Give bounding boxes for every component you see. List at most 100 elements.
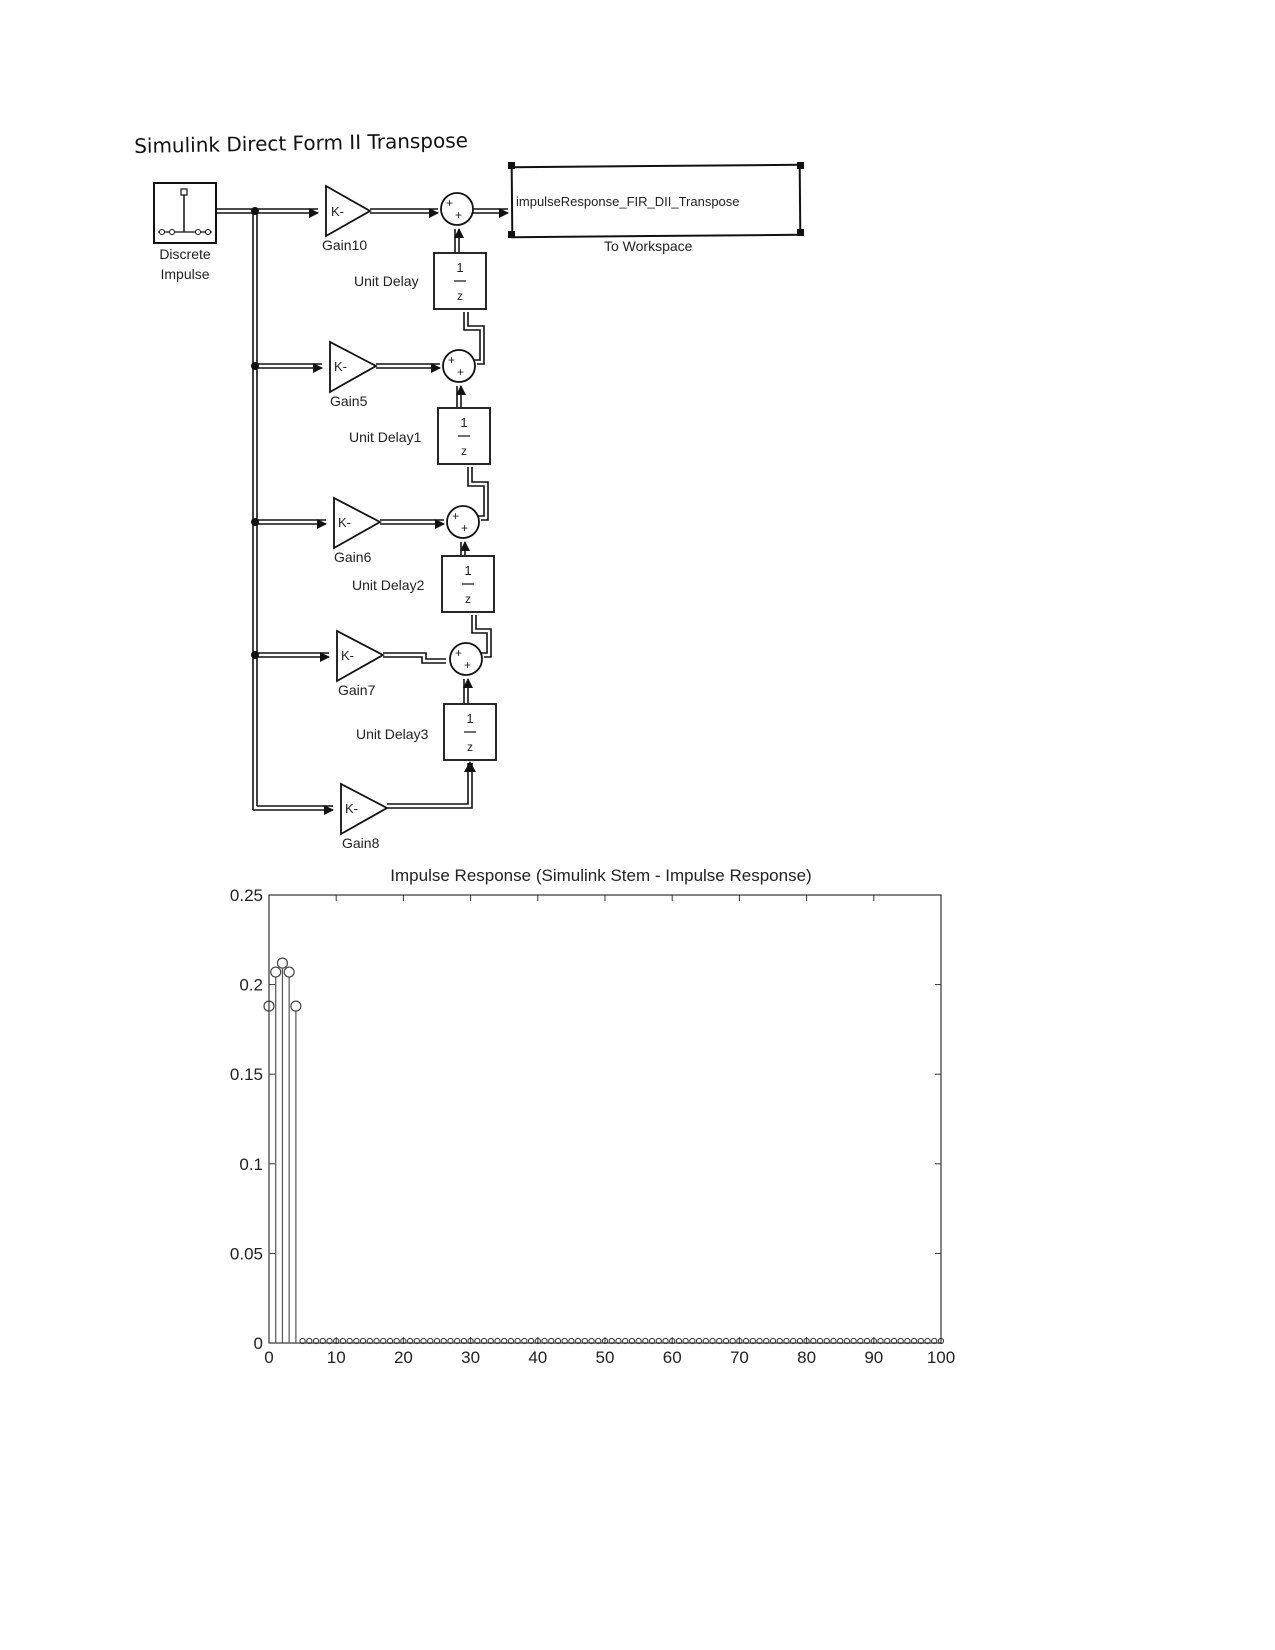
zero-stem-marker (346, 1337, 353, 1345)
zero-stem-marker (622, 1337, 629, 1345)
zero-stem-marker (897, 1337, 904, 1345)
zero-stem-marker (722, 1337, 730, 1345)
chart-title: Impulse Response (Simulink Stem - Impuls… (390, 866, 811, 885)
svg-text:K-: K- (334, 359, 347, 374)
zero-stem-marker (850, 1337, 857, 1345)
gain10-symbol: K- (331, 204, 344, 219)
gain7-to-sum-wire (383, 652, 446, 664)
gain8-block[interactable]: K- (340, 782, 389, 836)
gain6-label: Gain6 (334, 549, 372, 565)
zero-stem-marker (615, 1337, 622, 1345)
zero-stem-marker (870, 1337, 877, 1345)
zero-stem-marker (306, 1337, 313, 1345)
unit-delay-label: Unit Delay (354, 273, 419, 289)
zero-stem-marker (514, 1337, 521, 1345)
to-workspace-block[interactable]: impulseResponse_FIR_DII_Transpose (508, 162, 804, 239)
zero-stem-marker (769, 1337, 777, 1345)
zero-stem-marker (527, 1337, 535, 1345)
gain7-label: Gain7 (338, 682, 376, 698)
svg-text:z: z (461, 444, 467, 458)
delay0-to-sum1-wire (454, 228, 464, 252)
zero-stem-marker (359, 1337, 367, 1345)
stem-series (263, 957, 945, 1345)
x-tick-label: 20 (394, 1348, 413, 1367)
zero-stem-marker (843, 1337, 851, 1345)
unit-delay2-block[interactable]: 1 z (441, 555, 495, 613)
zero-stem-marker (655, 1337, 662, 1345)
svg-text:1: 1 (466, 711, 473, 726)
unit-delay2-label: Unit Delay2 (352, 577, 425, 593)
y-tick-label: 0.2 (239, 976, 263, 995)
zero-stem-marker (830, 1337, 837, 1345)
zero-stem-marker (507, 1337, 515, 1345)
gain7-wire (255, 652, 330, 662)
gain7-block[interactable]: K- (336, 629, 385, 683)
zero-stem-marker (709, 1337, 716, 1345)
zero-stem-marker (433, 1337, 441, 1345)
zero-stem-marker (736, 1337, 743, 1345)
gain10-block[interactable]: K- (325, 184, 372, 238)
zero-stem-marker (353, 1337, 360, 1345)
workspace-variable: impulseResponse_FIR_DII_Transpose (516, 194, 740, 209)
zero-stem-marker (904, 1337, 911, 1345)
zero-stem-marker (575, 1337, 582, 1345)
zero-stem-marker (810, 1337, 817, 1345)
zero-stem-marker (393, 1337, 400, 1345)
svg-text:+: + (455, 646, 462, 660)
zero-stem-marker (669, 1337, 676, 1345)
zero-stem-marker (884, 1337, 891, 1345)
input-bus-wires (216, 208, 330, 811)
zero-stem-marker (494, 1337, 501, 1345)
gain6-wire (255, 519, 327, 529)
zero-stem-marker (467, 1337, 474, 1345)
zero-stem-marker (480, 1337, 488, 1345)
zero-stem-marker (924, 1337, 931, 1345)
zero-stem-marker (675, 1337, 683, 1345)
unit-delay1-label: Unit Delay1 (349, 429, 422, 445)
zero-stem-marker (454, 1337, 461, 1345)
unit-delay1-block[interactable]: 1 z (437, 407, 491, 465)
unit-delay3-block[interactable]: 1 z (443, 703, 497, 761)
zero-stem-marker (447, 1337, 454, 1345)
delay2-to-sum3-wire (460, 541, 470, 555)
zero-stem-marker (521, 1337, 528, 1345)
stem-point-marker (290, 1000, 302, 1012)
zero-stem-marker (803, 1337, 810, 1345)
zero-stem-marker (333, 1337, 340, 1345)
x-tick-label: 60 (663, 1348, 682, 1367)
zero-stem-marker (534, 1337, 541, 1345)
unit-delay-block[interactable]: 1 z (433, 252, 487, 310)
svg-text:K-: K- (338, 515, 351, 530)
zero-stem-marker (407, 1337, 414, 1345)
zero-stem-marker (729, 1337, 736, 1345)
zero-stem-marker (386, 1337, 394, 1345)
zero-stem-marker (749, 1337, 756, 1345)
sum-block-3[interactable]: + + (446, 505, 480, 539)
y-tick-label: 0.05 (230, 1244, 263, 1263)
to-workspace-label: To Workspace (604, 238, 693, 254)
zero-stem-marker (460, 1337, 467, 1345)
discrete-impulse-block[interactable] (153, 182, 217, 244)
zero-stem-marker (743, 1337, 750, 1345)
zero-stem-marker (783, 1337, 790, 1345)
gain5-wire (255, 363, 323, 373)
x-tick-label: 70 (730, 1348, 749, 1367)
plot-area (268, 894, 942, 1344)
zero-stem-marker (695, 1337, 703, 1345)
sum-block-4[interactable]: + + (449, 642, 483, 676)
x-tick-label: 100 (927, 1348, 955, 1367)
gain5-block[interactable]: K- (329, 340, 378, 394)
zero-stem-marker (420, 1337, 427, 1345)
gain6-block[interactable]: K- (333, 496, 382, 550)
svg-text:1: 1 (464, 563, 471, 578)
sum1-to-workspace-wire (473, 208, 509, 218)
y-tick-labels: 00.050.10.150.20.25 (230, 886, 263, 1353)
zero-stem-marker (319, 1337, 326, 1345)
sum-block-2[interactable]: + + (442, 349, 476, 383)
stem-point-marker (276, 957, 289, 969)
zero-stem-marker (440, 1337, 447, 1345)
svg-text:+: + (464, 658, 471, 672)
svg-text:+: + (448, 353, 455, 367)
zero-stem-marker (595, 1337, 602, 1345)
